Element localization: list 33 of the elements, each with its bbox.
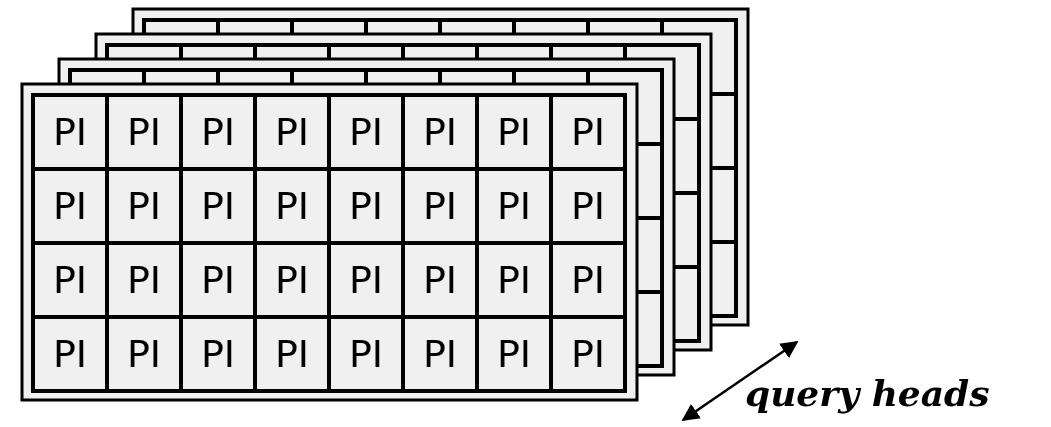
- cell-label: PI: [52, 184, 88, 228]
- cell-label: PI: [348, 332, 384, 376]
- cell-label: PI: [52, 258, 88, 302]
- cell-label: PI: [126, 110, 162, 154]
- cell-label: PI: [200, 110, 236, 154]
- cell-label: PI: [52, 110, 88, 154]
- cell-label: PI: [348, 258, 384, 302]
- cell-label: PI: [274, 332, 310, 376]
- cell-label: PI: [274, 110, 310, 154]
- cell-label: PI: [570, 110, 606, 154]
- cell-label: PI: [274, 184, 310, 228]
- cell-label: PI: [126, 184, 162, 228]
- cell-label: PI: [126, 258, 162, 302]
- cell-label: PI: [274, 258, 310, 302]
- cell-label: PI: [496, 258, 532, 302]
- cell-label: PI: [496, 184, 532, 228]
- cell-label: PI: [570, 184, 606, 228]
- cell-label: PI: [200, 332, 236, 376]
- cell-label: PI: [126, 332, 162, 376]
- cell-label: PI: [200, 258, 236, 302]
- cell-label: PI: [496, 332, 532, 376]
- cell-label: PI: [570, 332, 606, 376]
- axis-caption: query heads: [745, 372, 990, 414]
- cell-label: PI: [496, 110, 532, 154]
- cell-label: PI: [348, 110, 384, 154]
- cell-label: PI: [422, 258, 458, 302]
- cell-label: PI: [200, 184, 236, 228]
- cell-label: PI: [422, 184, 458, 228]
- cell-label: PI: [348, 184, 384, 228]
- cell-label: PI: [422, 110, 458, 154]
- cell-label: PI: [52, 332, 88, 376]
- cell-label: PI: [570, 258, 606, 302]
- cell-label: PI: [422, 332, 458, 376]
